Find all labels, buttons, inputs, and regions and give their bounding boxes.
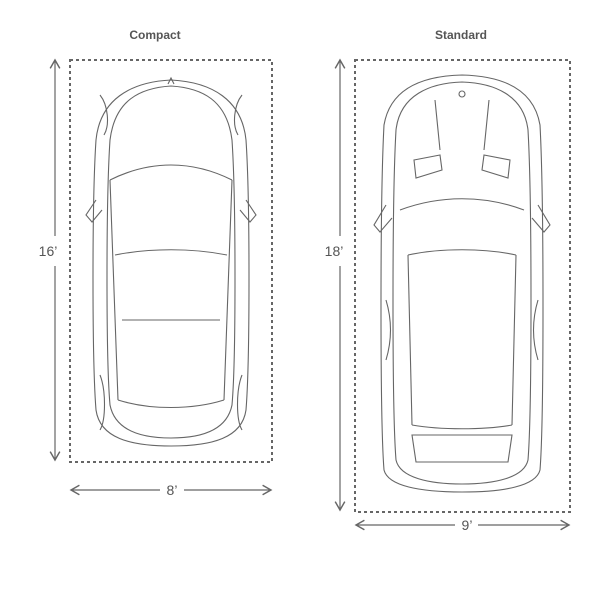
compact-title: Compact xyxy=(129,28,180,42)
standard-width-label: 9’ xyxy=(462,517,473,533)
standard-space-outline xyxy=(354,59,571,513)
compact-space-outline xyxy=(69,59,273,463)
standard-car-icon xyxy=(373,74,551,493)
compact-width-label: 8’ xyxy=(167,482,178,498)
standard-space: Standard 18’ 9’ xyxy=(325,28,571,533)
compact-car-icon xyxy=(85,76,257,447)
compact-space: Compact 16’ 8’ xyxy=(39,28,273,498)
standard-title: Standard xyxy=(435,28,487,42)
standard-length-label: 18’ xyxy=(325,243,344,259)
compact-length-label: 16’ xyxy=(39,243,58,259)
